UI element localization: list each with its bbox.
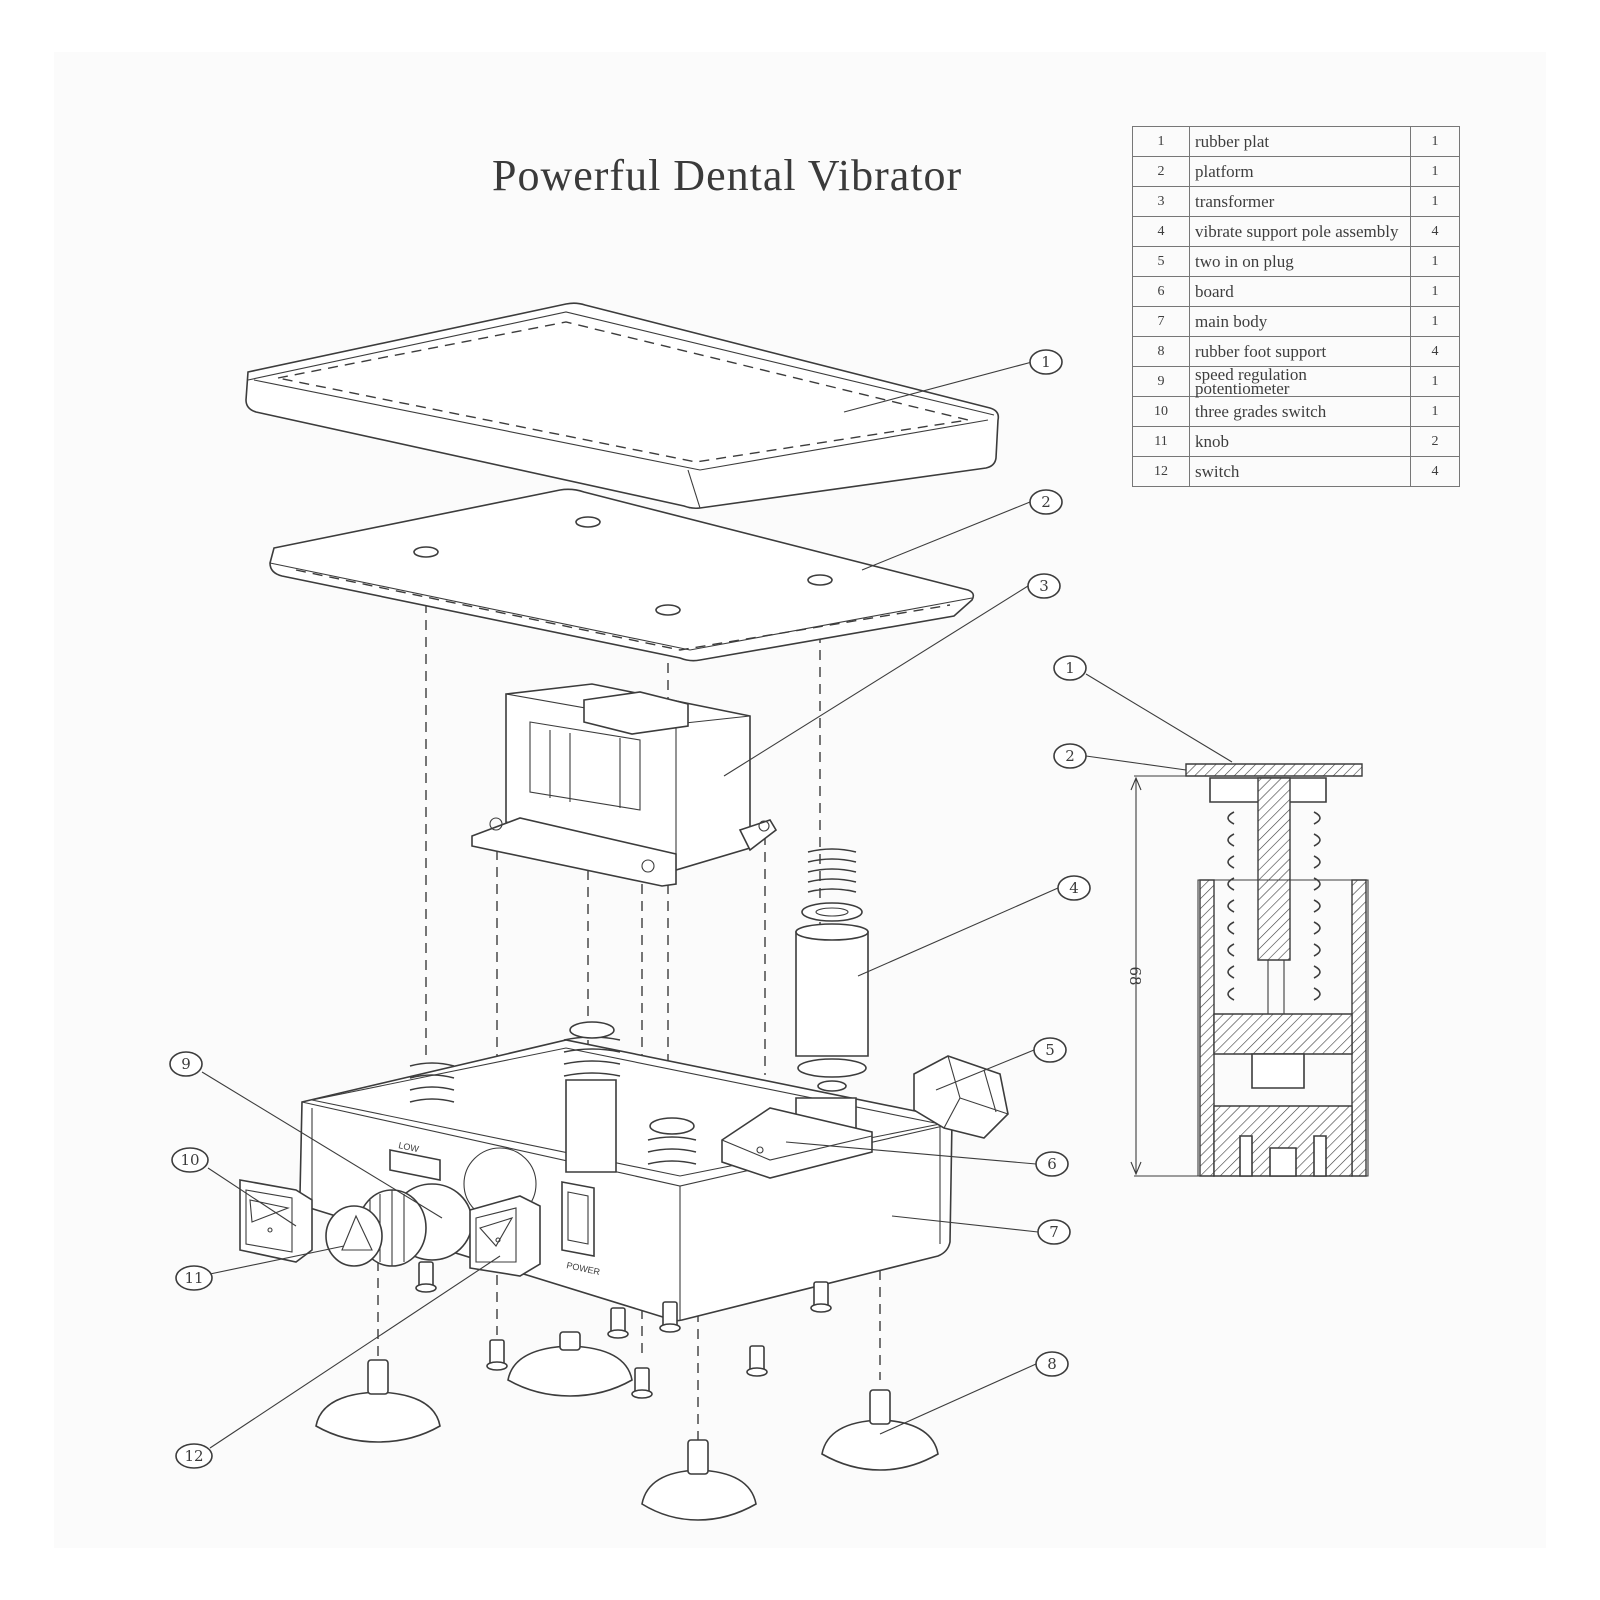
part-name: transformer — [1189, 186, 1411, 217]
part-quantity: 1 — [1410, 246, 1460, 277]
part-quantity: 1 — [1410, 276, 1460, 307]
platform-part — [269, 488, 975, 662]
callout-2: 2 — [1029, 489, 1063, 515]
svg-text:8: 8 — [1047, 1355, 1057, 1373]
svg-text:12: 12 — [184, 1447, 203, 1465]
part-quantity: 4 — [1410, 456, 1460, 487]
part-name: two in on plug — [1189, 246, 1411, 277]
callout-1: 1 — [1029, 349, 1063, 375]
part-name: platform — [1189, 156, 1411, 187]
dimension-68: 68 — [1126, 966, 1144, 985]
part-number: 4 — [1132, 216, 1190, 247]
svg-text:2: 2 — [1065, 747, 1075, 765]
section-detail-view: 68 1 2 — [1053, 655, 1369, 1177]
knob-part — [325, 1183, 473, 1267]
low-label: LOW — [398, 1140, 421, 1154]
part-number: 3 — [1132, 186, 1190, 217]
callout-10: 10 — [171, 1147, 209, 1173]
part-callouts: 1 2 3 4 5 6 7 8 9 10 11 12 — [169, 349, 1091, 1469]
svg-text:9: 9 — [181, 1055, 191, 1073]
screws — [415, 1261, 832, 1399]
part-number: 1 — [1132, 126, 1190, 157]
part-name: rubber foot support — [1189, 336, 1411, 367]
svg-text:11: 11 — [184, 1269, 203, 1287]
svg-text:10: 10 — [180, 1151, 199, 1169]
switch-part — [469, 1195, 541, 1277]
part-name: switch — [1189, 456, 1411, 487]
rubber-plat-part — [245, 302, 1000, 510]
body-springs — [409, 1021, 857, 1173]
callout-5: 5 — [1033, 1037, 1067, 1063]
detail-callout-2: 2 — [1053, 743, 1087, 769]
detail-callout-1: 1 — [1053, 655, 1087, 681]
part-quantity: 1 — [1410, 156, 1460, 187]
leader-lines — [201, 361, 1059, 1449]
callout-8: 8 — [1035, 1351, 1069, 1377]
callout-3: 3 — [1027, 573, 1061, 599]
transformer-part — [471, 683, 778, 887]
support-pole-exploded — [795, 848, 869, 1123]
svg-text:6: 6 — [1047, 1155, 1057, 1173]
callout-6: 6 — [1035, 1151, 1069, 1177]
part-number: 10 — [1132, 396, 1190, 427]
plug-part — [913, 1055, 1009, 1139]
rubber-foot-supports — [315, 1331, 939, 1521]
part-name: vibrate support pole assembly — [1189, 216, 1411, 247]
callout-4: 4 — [1057, 875, 1091, 901]
svg-text:2: 2 — [1041, 493, 1051, 511]
callout-9: 9 — [169, 1051, 203, 1077]
part-quantity: 4 — [1410, 216, 1460, 247]
svg-text:3: 3 — [1039, 577, 1049, 595]
callout-11: 11 — [175, 1265, 213, 1291]
callout-12: 12 — [175, 1443, 213, 1469]
svg-text:1: 1 — [1041, 353, 1051, 371]
part-name: speed regulation potentiometer — [1189, 366, 1411, 397]
part-number: 8 — [1132, 336, 1190, 367]
svg-text:1: 1 — [1065, 659, 1075, 677]
svg-text:7: 7 — [1049, 1223, 1059, 1241]
part-number: 7 — [1132, 306, 1190, 337]
part-number: 12 — [1132, 456, 1190, 487]
callout-7: 7 — [1037, 1219, 1071, 1245]
svg-text:4: 4 — [1069, 879, 1079, 897]
main-body-part — [299, 1039, 953, 1322]
svg-text:5: 5 — [1045, 1041, 1055, 1059]
diagram-title: Powerful Dental Vibrator — [492, 151, 963, 200]
